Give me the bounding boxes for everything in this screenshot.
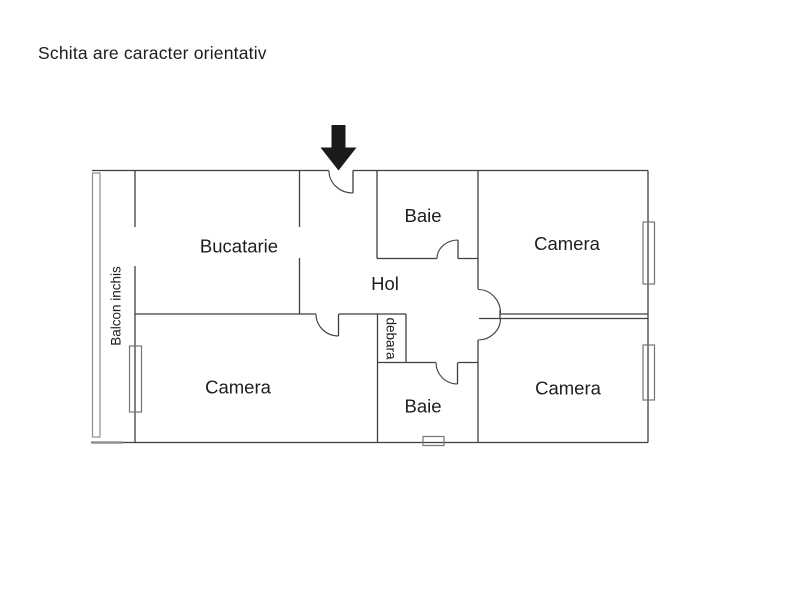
entrance-arrow-head-icon [320, 147, 357, 171]
camera-top-door-swing-arc [477, 288, 502, 314]
window-camera-top-window-icon [642, 221, 656, 285]
room-label-hol: Hol [371, 273, 399, 294]
room-label-baie-top: Baie [404, 205, 441, 226]
room-label-bucatarie: Bucatarie [200, 236, 278, 257]
disclaimer-text: Schita are caracter orientativ [38, 43, 267, 63]
entrance-door-swing-arc [328, 170, 354, 194]
window-camera-bottom-window-icon [642, 344, 656, 401]
room-label-debara: debara [384, 317, 399, 360]
window-baie-bottom-window-icon [422, 435, 445, 447]
window-camera-left-window-icon [128, 345, 143, 413]
room-label-baie-bottom: Baie [404, 396, 441, 417]
camera-bottom-door-swing-arc [477, 318, 502, 341]
balcony-glazing-window-icon [91, 172, 101, 438]
camera-left-door-swing-arc [315, 313, 339, 337]
room-label-camera-top: Camera [534, 233, 601, 254]
room-label-camera-bottom: Camera [535, 378, 602, 399]
room-label-balcon: Balcon inchis [109, 266, 124, 346]
baie-top-door-swing-arc [436, 239, 459, 259]
room-label-camera-left: Camera [205, 377, 272, 398]
entrance-arrow-shaft-icon [331, 125, 346, 149]
baie-bottom-door-swing-arc [435, 362, 458, 385]
